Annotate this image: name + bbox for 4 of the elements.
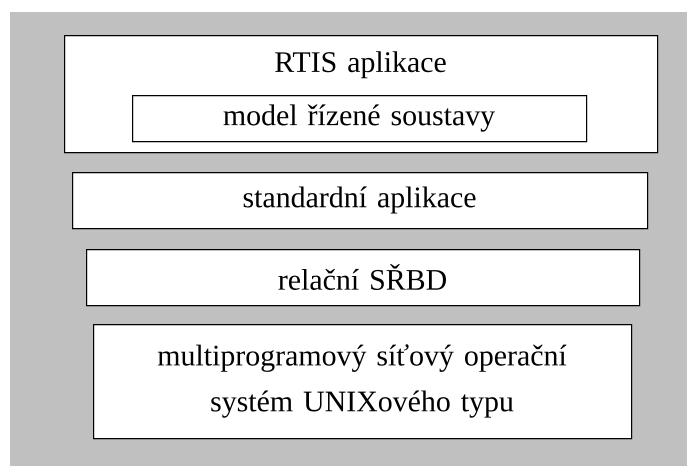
layer-box: model řízené soustavy	[132, 95, 588, 142]
layer-box: relační SŘBD	[86, 249, 640, 306]
layer-box: multiprogramový síťový operační systém UNIXového typu	[93, 324, 632, 440]
layer-box: standardní aplikace	[72, 172, 648, 230]
